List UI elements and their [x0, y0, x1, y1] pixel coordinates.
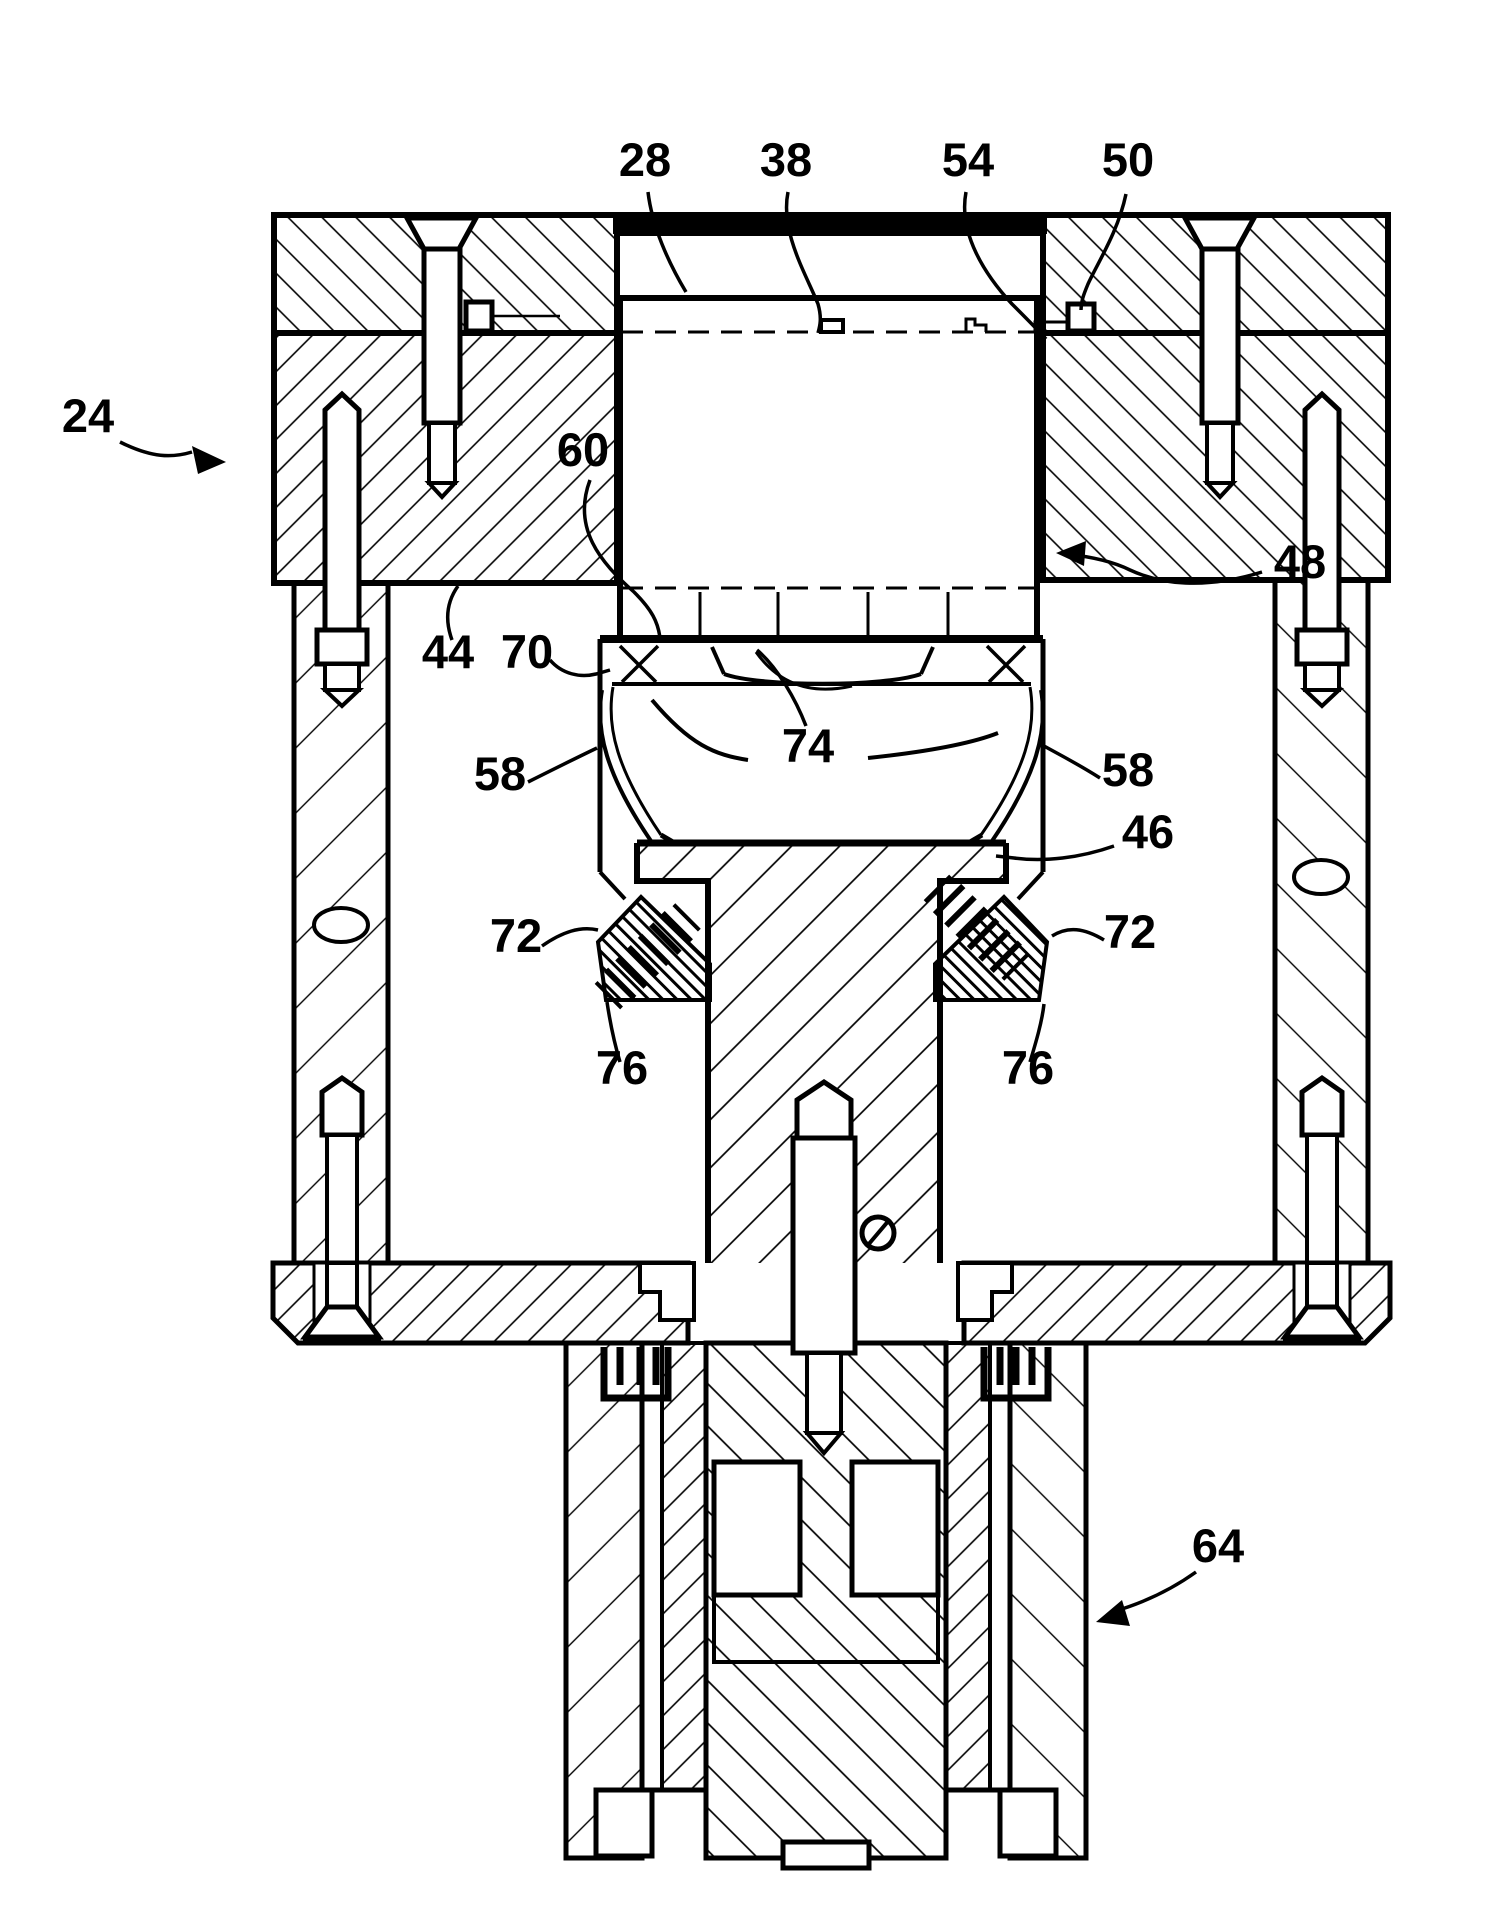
leader-50: [1079, 193, 1128, 311]
right-lower-bolt: [1299, 1074, 1345, 1265]
ref-label-70: 70: [501, 625, 553, 678]
cup-wall-left-outer: [598, 689, 653, 843]
ram-key-tab: [819, 318, 845, 334]
lower-die-block-64: [563, 1340, 1089, 1871]
leader-38: [784, 191, 823, 334]
arrowhead-24: [192, 446, 226, 474]
ref-label-74: 74: [782, 719, 834, 772]
ref-label-54: 54: [942, 133, 994, 186]
lower-cavity-left: [711, 1459, 803, 1598]
ref-label-46: 46: [1122, 805, 1174, 858]
ref-label-72-left: 72: [490, 909, 542, 962]
rim-notch-70-left: [618, 644, 660, 684]
left-countersunk-screw: [402, 215, 481, 500]
right-countersunk-screw: [1180, 215, 1259, 500]
ref-label-28: 28: [619, 133, 671, 186]
leader-28: [646, 191, 688, 293]
leader-54: [962, 191, 1048, 341]
central-ejector-pin: [790, 1078, 897, 1457]
ref-label-24: 24: [62, 389, 114, 442]
leader-24: [119, 440, 193, 458]
leader-60: [582, 479, 662, 639]
leader-48: [1065, 552, 1263, 585]
rim-notch-70-right: [985, 644, 1027, 684]
dome-arc-right: [867, 731, 999, 760]
arrowhead-48: [1056, 541, 1086, 566]
left-rail-hole: [312, 906, 370, 944]
ref-label-60: 60: [557, 423, 609, 476]
leader-58-right: [1043, 744, 1101, 780]
leader-72-left: [540, 927, 599, 948]
cup-wall-right-outer: [990, 689, 1045, 843]
ref-label-72-right: 72: [1104, 905, 1156, 958]
flange-plate: [270, 1260, 1393, 1346]
ref-label-76-right: 76: [1002, 1041, 1054, 1094]
ref-label-64: 64: [1192, 1519, 1244, 1572]
dome-arc-left: [650, 698, 749, 762]
spring-72-right: [923, 874, 1030, 981]
leader-64: [1111, 1570, 1198, 1614]
flange-bushing-left: [638, 1261, 696, 1322]
clip-stack-left: [600, 1347, 672, 1402]
leader-74: [755, 648, 808, 727]
ref-label-44: 44: [422, 625, 474, 678]
clip-stack-right: [980, 1347, 1052, 1402]
lower-outer-wall-right: [1007, 1340, 1089, 1861]
cup-bottom: [659, 832, 984, 845]
spring-72-left: [594, 903, 701, 1010]
ref-label-58-left: 58: [474, 747, 526, 800]
cup-die-58: [597, 635, 1046, 845]
leader-70: [548, 658, 611, 678]
left-limit-tab: [463, 299, 560, 334]
lower-cavity-right: [849, 1459, 941, 1598]
lower-sleeve-right: [944, 1341, 992, 1792]
lower-sleeve-left: [660, 1341, 708, 1792]
leader-72-right: [1051, 927, 1105, 942]
left-lower-bolt: [319, 1074, 365, 1265]
lower-foot-notch-right: [997, 1787, 1059, 1859]
arrowhead-64: [1096, 1600, 1130, 1626]
leader-46: [995, 844, 1115, 862]
left-upper-guide-pin: [314, 390, 370, 709]
flange-bushing-right: [956, 1261, 1014, 1322]
leader-76-right: [1028, 1003, 1046, 1063]
ref-label-48: 48: [1274, 535, 1326, 588]
ref-label-50: 50: [1102, 133, 1154, 186]
ref-label-76-left: 76: [596, 1041, 648, 1094]
lower-outer-wall-left: [563, 1340, 645, 1861]
cup-wall-right-inner: [979, 686, 1034, 836]
right-rail-hole: [1292, 858, 1350, 896]
leader-lines: [119, 191, 1263, 1614]
lower-foot-notch-left: [593, 1787, 655, 1859]
ram-step-tab: [964, 317, 988, 332]
leader-76-left: [605, 1001, 622, 1063]
leader-44: [445, 584, 460, 641]
ref-label-38: 38: [760, 133, 812, 186]
leader-58-left: [527, 746, 598, 784]
ram-38: [617, 295, 1040, 641]
cup-wall-left-inner: [609, 686, 663, 836]
ref-label-58-right: 58: [1102, 743, 1154, 796]
top-plate-web: [613, 213, 1047, 234]
bottom-foot-pad: [780, 1839, 872, 1871]
right-upper-guide-pin: [1294, 390, 1350, 709]
